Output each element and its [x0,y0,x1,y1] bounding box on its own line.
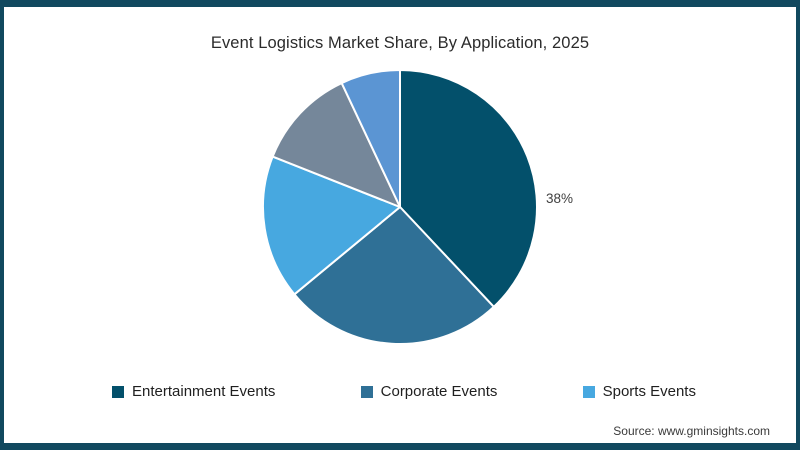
percent-data-label: 38% [546,191,574,206]
legend-item: Corporate Events [360,383,498,400]
pie-chart-svg [262,69,538,345]
legend-item-label: Entertainment Events [132,383,276,400]
legend-item: Entertainment Events [112,383,275,400]
pie-slice-4 [340,69,401,208]
legend-marker [112,385,124,398]
pie-slice-2 [262,155,401,296]
source-note: Source: www.gminsights.com [613,424,770,438]
legend: Entertainment Events Corporate Events Spor… [112,383,696,400]
legend-item: Sports Events [582,383,696,400]
pie-slice-1 [293,206,495,345]
pie-slice-3 [271,82,401,208]
pie-slice-0 [399,69,538,308]
legend-item-label: Corporate Events [380,383,498,400]
pie-chart [260,67,540,347]
legend-marker [582,385,595,398]
legend-item-label: Sports Events [602,383,696,400]
chart-title: Event Logistics Market Share, By Applica… [210,34,590,52]
legend-marker [360,385,373,398]
